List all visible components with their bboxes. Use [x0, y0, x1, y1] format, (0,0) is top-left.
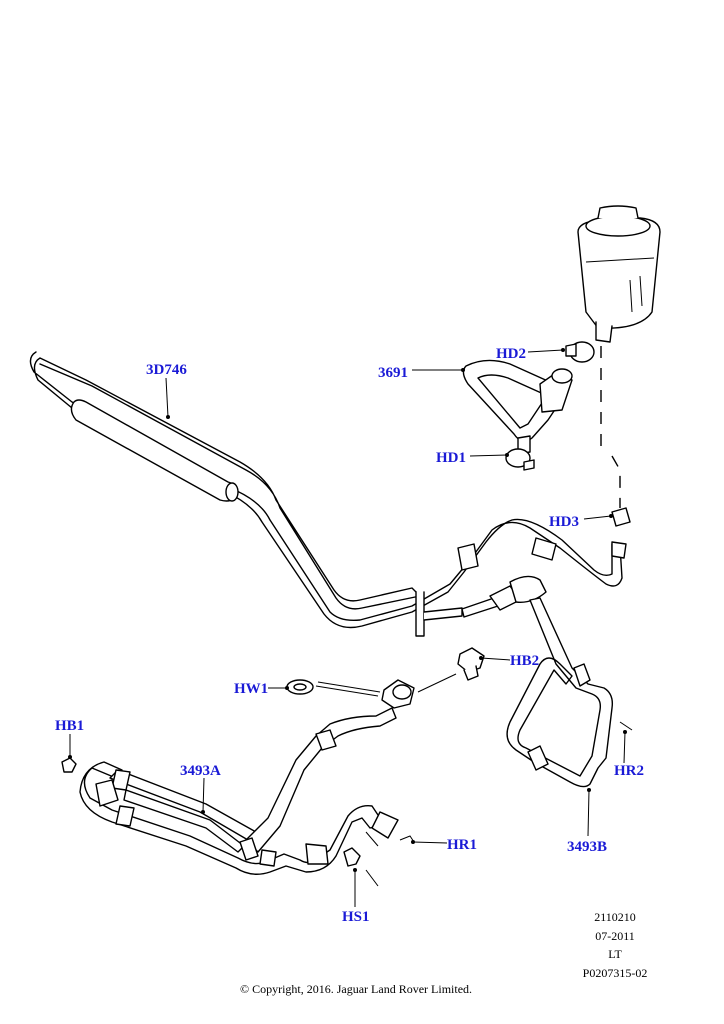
drawing-number: 2110210: [594, 910, 636, 924]
hd3-dash-line: [611, 455, 621, 508]
hd2-clip: [565, 341, 595, 363]
drawing-date: 07-2011: [595, 928, 635, 943]
callout-3691: 3691: [378, 365, 408, 381]
callout-hd1: HD1: [436, 450, 466, 466]
hose-3691: [462, 359, 573, 455]
hw1-washer: [286, 679, 314, 695]
reservoir: [577, 205, 661, 343]
hose-3d746: [29, 351, 627, 637]
callout-3493a: 3493A: [180, 763, 221, 779]
hb1-bolt: [61, 757, 77, 773]
hs1-sensor: [343, 847, 361, 867]
drawing-info: 2110210 07-2011 LT P0207315-02: [570, 908, 660, 982]
hd1-clip: [505, 448, 535, 471]
drawing-reference: P0207315-02: [582, 965, 648, 980]
banjo-fitting: [381, 679, 415, 709]
callout-hb2: HB2: [510, 653, 539, 669]
callout-hb1: HB1: [55, 718, 84, 734]
hose-3493b: [506, 597, 614, 788]
hd3-clip: [611, 507, 631, 527]
callout-hr2: HR2: [614, 763, 644, 779]
leader-lines: [68, 348, 627, 907]
drawing-code: LT: [608, 947, 622, 961]
callout-3d746: 3D746: [146, 362, 187, 378]
hose-3493a: [79, 707, 399, 875]
callout-hr1: HR1: [447, 837, 477, 853]
hb2-bolt: [457, 647, 485, 681]
hr2-bracket: [619, 721, 633, 731]
callout-hd3: HD3: [549, 514, 579, 530]
callout-hw1: HW1: [234, 681, 268, 697]
copyright-notice: © Copyright, 2016. Jaguar Land Rover Lim…: [239, 982, 473, 996]
callout-hs1: HS1: [342, 909, 370, 925]
callout-3493b: 3493B: [567, 839, 607, 855]
hr1-bracket: [399, 835, 415, 843]
callout-hd2: HD2: [496, 346, 526, 362]
